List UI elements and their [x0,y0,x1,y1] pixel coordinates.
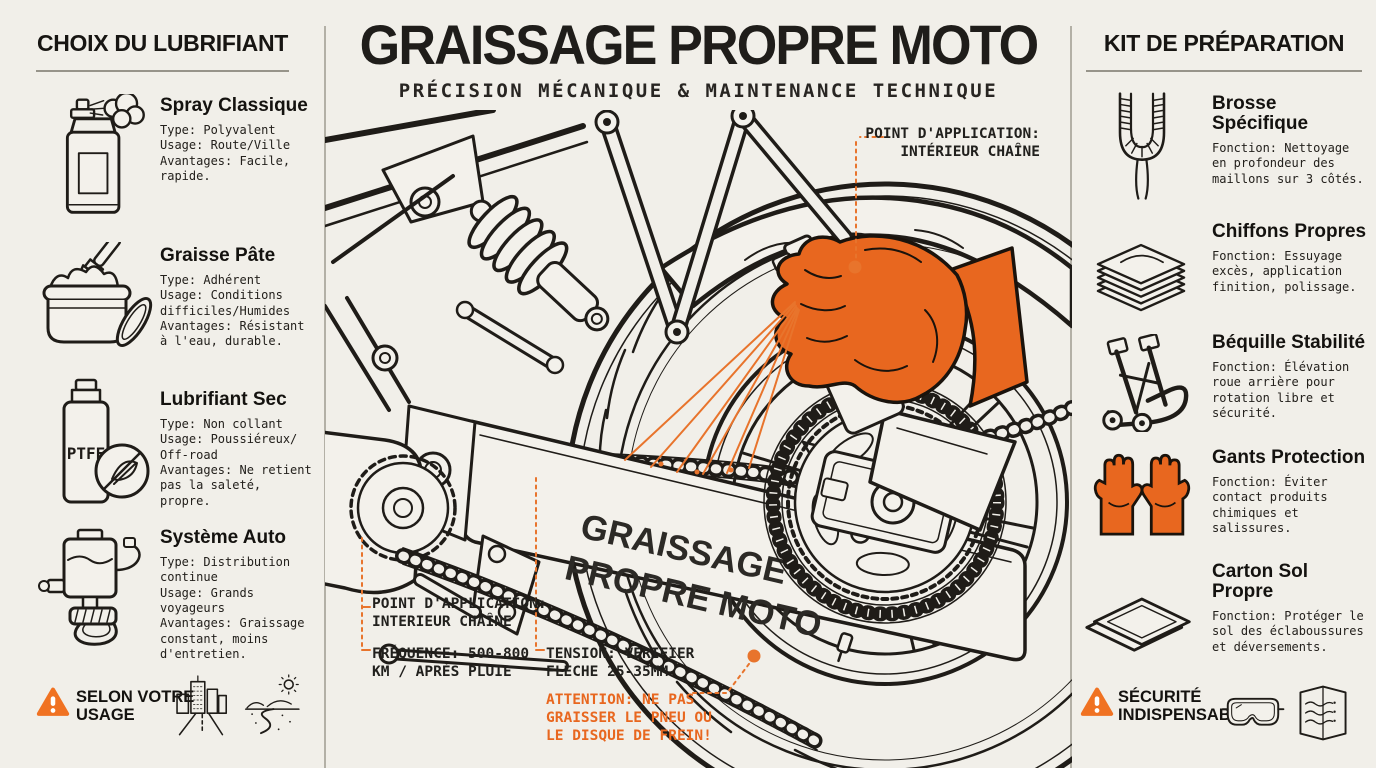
item-name: Spray Classique [160,95,308,116]
item-name: Chiffons Propres [1212,221,1367,242]
item-name: Gants Protection [1212,447,1366,468]
right-panel: KIT DE PRÉPARATION Brosse Spécifique Fon… [1072,0,1376,768]
item-details: Type: Non collant Usage: Poussiéreux/ Of… [160,416,312,508]
item-details: Type: Distribution continue Usage: Grand… [160,554,305,662]
left-panel: CHOIX DU LUBRIFIANT Spray Classique Type… [0,0,325,768]
left-divider [324,26,326,768]
right-divider [1070,26,1072,768]
page-subtitle: PRÉCISION MÉCANIQUE & MAINTENANCE TECHNI… [398,80,999,102]
callout-application-bottom: POINT D'APPLICATION: INTERIEUR CHAÎNE [372,596,547,630]
chain-lower-run [395,547,825,751]
list-item: Lubrifiant Sec Type: Non collant Usage: … [160,390,318,509]
item-name: Graisse Pâte [160,245,276,266]
ptfe-label: PTFE [67,444,106,463]
frame-and-shock [322,103,854,412]
application-point-dot [848,260,862,274]
motorcycle-diagram: GRAISSAGE PROPRE MOTO [303,103,1206,768]
right-panel-title: KIT DE PRÉPARATION [1103,30,1345,56]
auto-oiler-icon [34,528,156,652]
left-panel-title: CHOIX DU LUBRIFIANT [36,30,289,56]
list-item: Gants Protection Fonction: Éviter contac… [1212,448,1370,536]
cardboard-icon [1082,580,1196,654]
shock-absorber [467,194,610,332]
item-details: Fonction: Nettoyage en profondeur des ma… [1212,140,1364,186]
gloves-icon [1090,450,1194,544]
item-details: Fonction: Éviter contact produits chimiq… [1212,474,1328,536]
item-name: Béquille Stabilité [1212,332,1366,353]
item-name: Système Auto [160,527,286,548]
right-footer-label: SÉCURITÉ INDISPENSABLE [1118,688,1252,725]
right-panel-rule [1086,70,1362,72]
list-item: Carton Sol Propre Fonction: Protéger le … [1212,562,1374,655]
list-item: Brosse Spécifique Fonction: Nettoyage en… [1212,94,1367,187]
ventilation-icon [1294,678,1352,748]
ptfe-can-icon: PTFE [42,376,152,508]
callout-warning: ATTENTION: NE PAS GRAISSER LE PNEU OU LE… [546,692,712,744]
list-item: Béquille Stabilité Fonction: Élévation r… [1212,333,1370,421]
item-name: Carton Sol Propre [1212,561,1309,602]
item-name: Lubrifiant Sec [160,389,287,410]
item-name: Brosse Spécifique [1212,93,1309,134]
warning-triangle-icon [1080,686,1114,718]
gloved-hand-illustration [770,234,1029,408]
cloth-stack-icon [1086,224,1196,312]
item-details: Fonction: Essuyage excès, application fi… [1212,248,1357,294]
chain-brush-icon [1100,90,1184,200]
spray-lines [624,301,800,475]
chain-guard-wedge [868,408,1017,532]
callout-leaders [361,136,884,694]
list-item: Spray Classique Type: Polyvalent Usage: … [160,96,315,184]
item-details: Type: Adhérent Usage: Conditions diffici… [160,272,305,349]
offroad-trail-icon [242,674,302,736]
item-details: Fonction: Protéger le sol des éclaboussu… [1212,608,1364,654]
callout-tension: TENSION: VÉRIFIER FLECHE 25-35MM [546,646,695,680]
list-item: Chiffons Propres Fonction: Essuyage excè… [1212,222,1370,295]
spray-can-icon [44,91,148,220]
left-footer-label: SELON VOTRE USAGE [76,688,195,725]
item-details: Fonction: Élévation roue arrière pour ro… [1212,359,1350,421]
grease-jar-icon [34,234,154,354]
item-details: Type: Polyvalent Usage: Route/Ville Avan… [160,122,291,184]
callout-application-top: POINT D'APPLICATION: INTÉRIEUR CHAÎNE [865,126,1040,160]
warning-point-dot [747,649,761,663]
list-item: Graisse Pâte Type: Adhérent Usage: Condi… [160,246,315,350]
city-road-icon [172,672,230,738]
left-panel-rule [36,70,289,72]
goggles-icon [1220,694,1286,736]
list-item: Système Auto Type: Distribution continue… [160,528,318,662]
callout-frequency: FRÉQUENCE: 500-800 KM / APRÈS PLUIE [372,646,530,680]
paddock-stand-icon [1086,333,1196,434]
valve-stem [836,632,854,663]
page-title: GRAISSAGE PROPRE MOTO [359,13,1039,76]
warning-triangle-icon [36,686,70,718]
